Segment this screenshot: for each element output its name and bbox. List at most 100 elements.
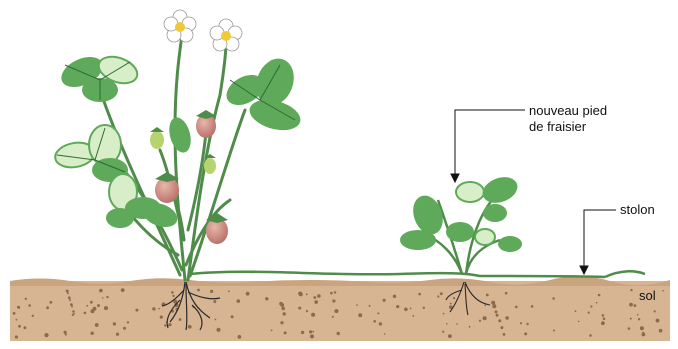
soil-speck	[284, 331, 287, 334]
soil-speck	[629, 303, 633, 307]
soil-speck	[588, 312, 590, 314]
stolon-tip	[605, 271, 645, 277]
soil-speck	[654, 310, 656, 312]
soil-speck	[46, 306, 49, 309]
soil-speck	[309, 330, 312, 333]
soil-speck	[332, 299, 335, 302]
soil-speck	[67, 292, 69, 294]
soil-label: sol	[639, 288, 656, 304]
soil-speck	[640, 326, 644, 330]
soil-speck	[116, 333, 119, 336]
soil-speck	[95, 323, 99, 327]
soil-speck	[524, 332, 527, 335]
soil-speck	[634, 304, 637, 307]
soil-speck	[13, 312, 16, 315]
soil-speck	[91, 332, 94, 335]
soil-speck	[301, 331, 304, 334]
soil-speck	[336, 310, 339, 313]
soil-speck	[311, 313, 315, 317]
soil-speck	[630, 318, 632, 320]
soil-speck	[491, 301, 495, 305]
soil-speck	[213, 300, 216, 303]
flower-left	[164, 10, 196, 42]
soil-speck	[601, 321, 605, 325]
stolon-label: stolon	[620, 202, 655, 218]
soil-speck	[334, 291, 336, 293]
soil-speck	[216, 328, 220, 332]
soil-speck	[298, 307, 301, 310]
soil-speck	[598, 294, 601, 297]
soil-speck	[312, 331, 314, 333]
soil-speck	[69, 299, 71, 301]
soil-speck	[498, 319, 501, 322]
soil-speck	[553, 330, 555, 332]
soil-speck	[526, 323, 528, 325]
soil-speck	[628, 327, 631, 330]
soil-speck	[484, 305, 486, 307]
soil-speck	[97, 304, 100, 307]
soil-speck	[578, 321, 580, 323]
soil-speck	[271, 330, 273, 332]
soil	[10, 276, 670, 341]
soil-speck	[171, 291, 174, 294]
soil-speck	[446, 323, 448, 325]
soil-speck	[86, 305, 88, 307]
soil-speck	[172, 295, 174, 297]
leaf-mid-left	[53, 125, 128, 182]
soil-speck	[317, 294, 321, 298]
soil-speck	[383, 299, 386, 302]
soil-speck	[469, 326, 471, 328]
soil-speck	[384, 333, 386, 335]
soil-speck	[418, 293, 421, 296]
soil-speck	[520, 322, 522, 324]
soil-speck	[377, 312, 379, 314]
soil-speck	[164, 324, 166, 326]
soil-speck	[337, 332, 340, 335]
soil-speck	[483, 316, 487, 320]
soil-speck	[188, 325, 192, 329]
soil-speck	[298, 292, 302, 296]
soil-speck	[238, 335, 242, 339]
soil-speck	[410, 308, 412, 310]
soil-speck	[503, 333, 506, 336]
soil-speck	[231, 315, 234, 318]
soil-speck	[265, 297, 268, 300]
soil-speck	[113, 322, 116, 325]
soil-speck	[160, 316, 163, 319]
soil-speck	[121, 288, 125, 292]
soil-speck	[637, 314, 639, 316]
soil-speck	[589, 334, 592, 337]
soil-speck	[330, 292, 333, 295]
soil-speck	[505, 292, 508, 295]
soil-speck	[356, 304, 358, 306]
soil-speck	[358, 313, 362, 317]
soil-speck	[24, 326, 27, 329]
soil-speck	[453, 297, 455, 299]
stolon-runner	[190, 272, 605, 277]
soil-speck	[423, 307, 425, 309]
soil-speck	[84, 312, 87, 315]
soil-speck	[65, 333, 67, 335]
soil-speck	[102, 297, 104, 299]
soil-speck	[99, 289, 103, 293]
soil-speck	[496, 314, 499, 317]
soil-speck	[456, 323, 458, 325]
soil-speck	[104, 306, 108, 310]
soil-speck	[486, 294, 489, 297]
soil-speck	[590, 305, 592, 307]
soil-speck	[437, 295, 439, 297]
soil-speck	[127, 321, 129, 323]
soil-speck	[15, 335, 18, 338]
soil-speck	[479, 320, 481, 322]
soil-speck	[237, 299, 241, 303]
soil-speck	[25, 298, 27, 300]
soil-speck	[135, 309, 138, 312]
soil-speck	[228, 290, 230, 292]
soil-speck	[596, 302, 598, 304]
soil-speck	[210, 290, 213, 293]
flower-right	[210, 19, 242, 51]
new-plant-label: nouveau pied de fraisier	[529, 103, 639, 135]
soil-speck	[603, 318, 606, 321]
soil-speck	[642, 332, 644, 334]
